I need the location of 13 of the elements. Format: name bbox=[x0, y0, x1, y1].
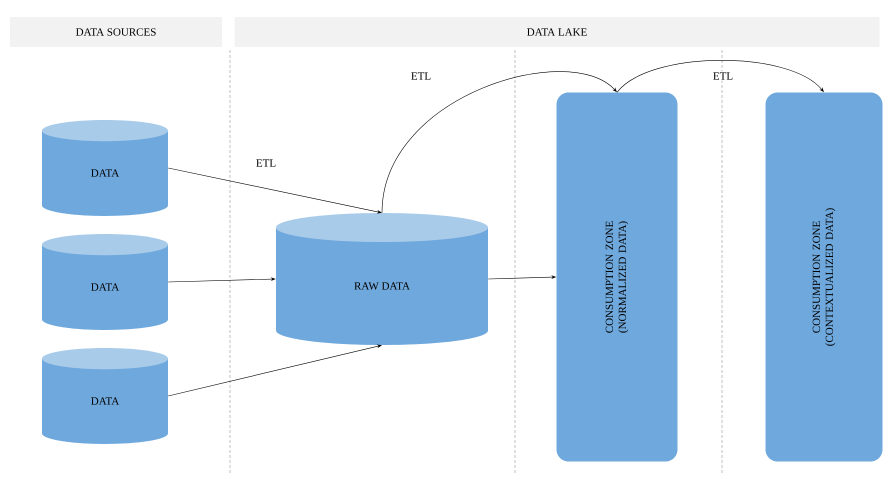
zone-box: CONSUMPTION ZONE (NORMALIZED DATA) bbox=[556, 92, 678, 462]
edge-label: ETL bbox=[254, 158, 278, 168]
database-cylinder: DATA bbox=[42, 348, 168, 444]
header-band: DATA LAKE bbox=[234, 17, 880, 47]
edge-label: ETL bbox=[410, 71, 432, 81]
edge-label: ETL bbox=[712, 71, 734, 81]
database-cylinder: DATA bbox=[42, 234, 168, 330]
header-band: DATA SOURCES bbox=[10, 17, 222, 47]
zone-box: CONSUMPTION ZONE (CONTEXTUALIZED DATA) bbox=[766, 92, 882, 462]
database-cylinder: DATA bbox=[42, 120, 168, 216]
database-cylinder: RAW DATA bbox=[276, 213, 488, 345]
arrow bbox=[382, 71, 617, 214]
arrow bbox=[616, 60, 824, 93]
